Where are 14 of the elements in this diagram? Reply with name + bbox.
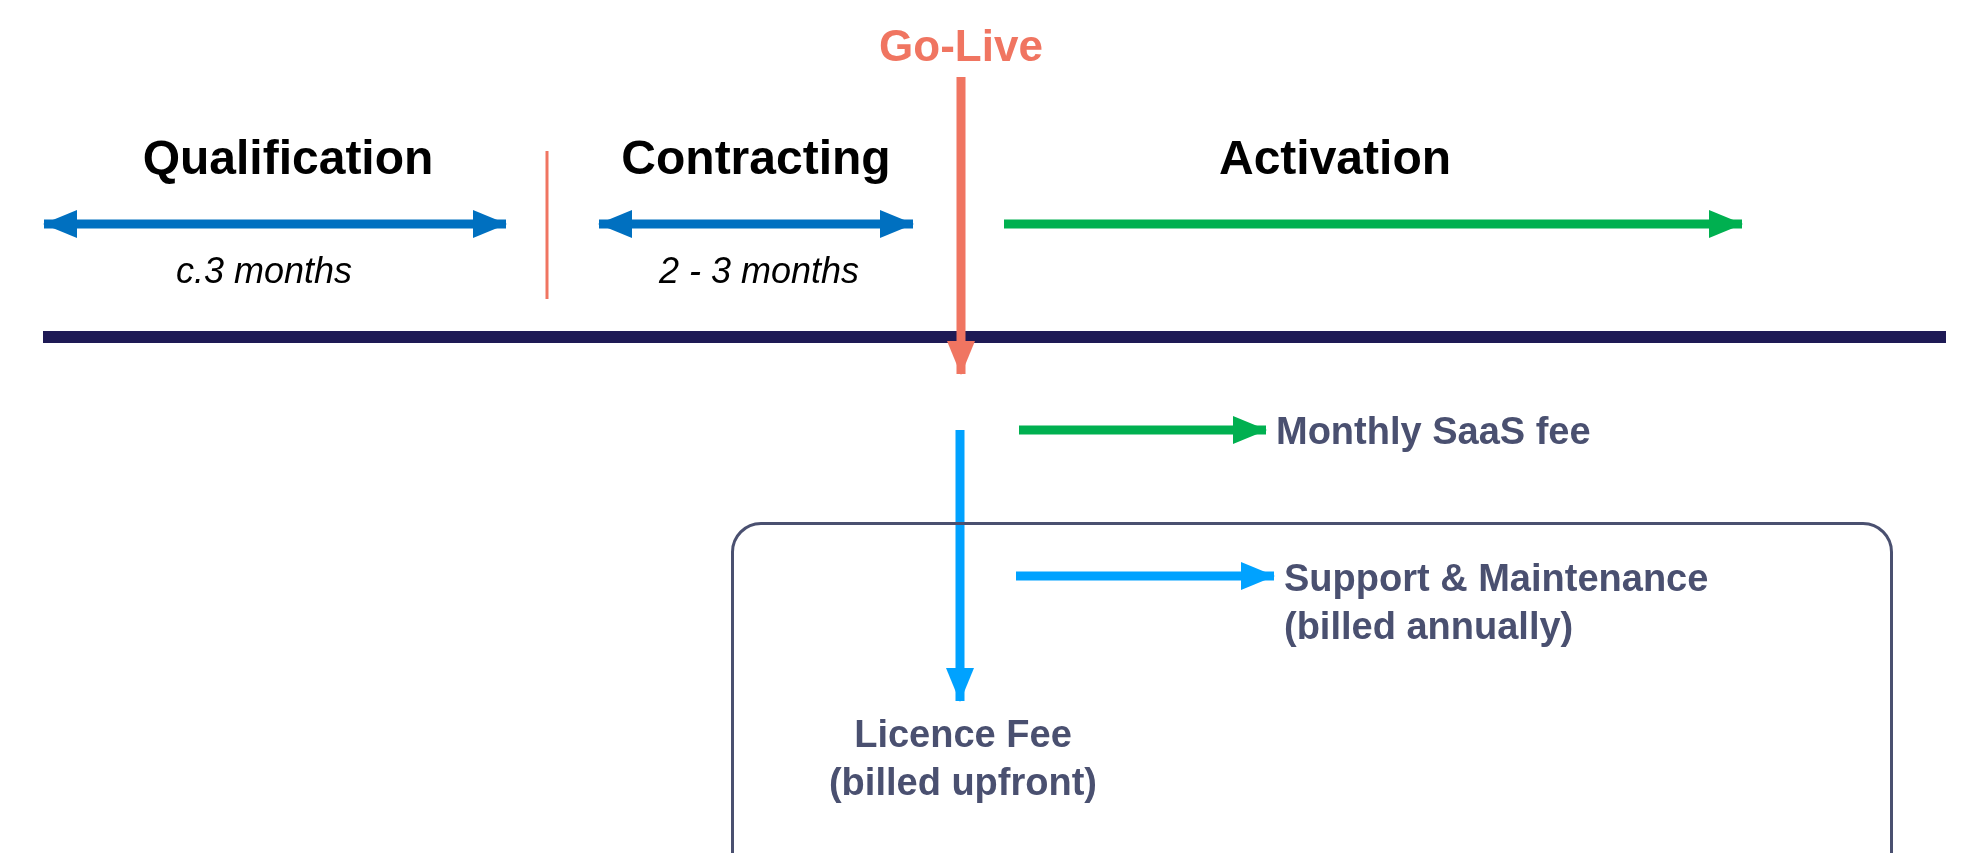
milestone-label: Go-Live bbox=[831, 18, 1091, 73]
fee-label: Support & Maintenance (billed annually) bbox=[1284, 555, 1744, 650]
phase-label: Contracting bbox=[621, 131, 891, 184]
arrow bbox=[1016, 562, 1275, 590]
fee-label: Monthly SaaS fee bbox=[1276, 408, 1696, 456]
duration-label: c.3 months bbox=[175, 250, 353, 291]
arrow bbox=[947, 77, 975, 375]
duration-label: 2 - 3 months bbox=[658, 250, 860, 291]
fee-label: Licence Fee (billed upfront) bbox=[808, 711, 1118, 806]
phase-label: Qualification bbox=[142, 131, 434, 184]
arrow bbox=[946, 430, 974, 702]
group-frame bbox=[731, 522, 1893, 853]
phase-label: Activation bbox=[1219, 131, 1451, 184]
arrow bbox=[1019, 416, 1267, 444]
